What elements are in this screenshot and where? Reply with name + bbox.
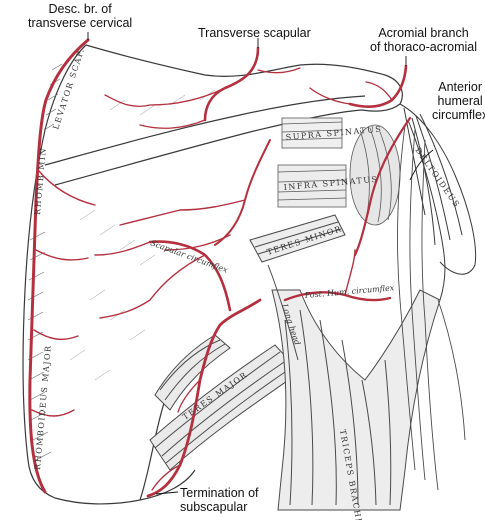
shading bbox=[69, 89, 216, 381]
teres-major-muscle bbox=[149, 334, 301, 471]
arteries bbox=[28, 38, 412, 498]
callout-desc-transverse-cervical: Desc. br. of transverse cervical bbox=[28, 2, 133, 30]
spinatus-muscles bbox=[277, 117, 401, 226]
scapula-outline bbox=[22, 44, 403, 505]
deltoid-muscle bbox=[399, 103, 477, 301]
teres-minor-muscle bbox=[249, 214, 346, 263]
artery-desc-transverse-cervical bbox=[28, 38, 90, 494]
callout-anterior-humeral-circumflex: Anterior humeral circumflex bbox=[432, 80, 485, 122]
label-deltoideus: DELTOIDEUS bbox=[413, 146, 461, 210]
callout-termination-subscapular: Termination of subscapular bbox=[180, 486, 259, 514]
callout-acromial-branch: Acromial branch of thoraco-acromial bbox=[370, 26, 477, 54]
artery-transverse-scapular bbox=[203, 46, 260, 122]
artery-anterior-humeral-circumflex bbox=[353, 116, 412, 257]
triceps-muscle bbox=[267, 264, 441, 511]
humeral-muscles bbox=[397, 124, 466, 491]
label-rhomb-min: RHOMB MIN bbox=[33, 147, 48, 216]
label-rhomb-major: RHOMBOIDEUS MAJOR bbox=[33, 344, 53, 470]
leader-lines bbox=[87, 32, 434, 495]
callout-transverse-scapular: Transverse scapular bbox=[198, 26, 311, 40]
